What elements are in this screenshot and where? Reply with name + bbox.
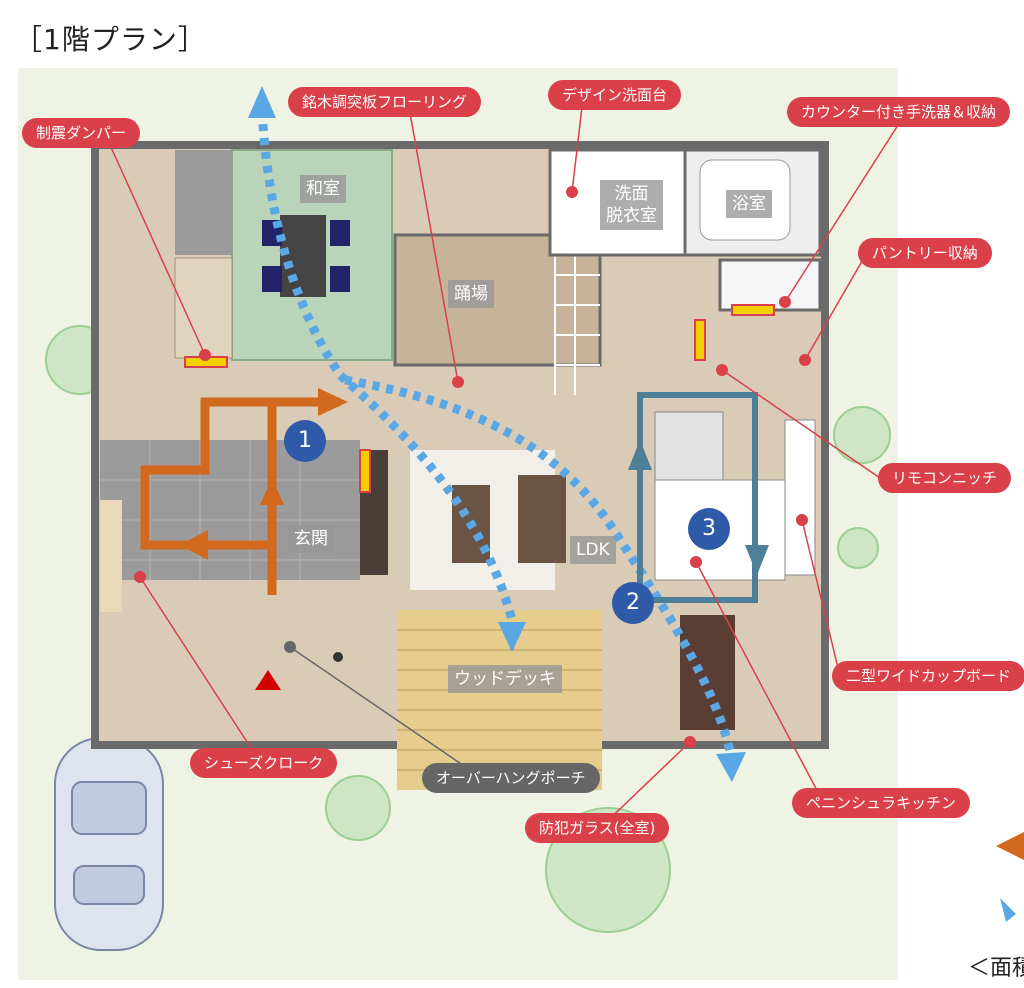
callout-cupboard: 二型ワイドカップボード bbox=[832, 661, 1024, 691]
callout-pantry: パントリー収納 bbox=[858, 238, 992, 268]
kitchen-counter bbox=[654, 411, 724, 481]
callout-bouhan-glass: 防犯ガラス(全室) bbox=[525, 813, 670, 843]
entrance-marker-icon bbox=[255, 670, 281, 690]
callout-overhang-porch: オーバーハングポーチ bbox=[422, 763, 600, 793]
dining-table bbox=[680, 615, 735, 730]
callout-peninsula-kitchen: ペニンシュラキッチン bbox=[792, 788, 971, 818]
stairs bbox=[393, 233, 602, 367]
damper-icon bbox=[184, 304, 775, 493]
page-title: ［1階プラン］ bbox=[14, 23, 207, 56]
room-label-senmen: 洗面 脱衣室 bbox=[600, 180, 663, 230]
area-label-partial: ＜面積 bbox=[968, 956, 1024, 981]
room-label-ldk: LDK bbox=[570, 536, 616, 564]
arrow-right bbox=[318, 388, 348, 416]
callout-seishin-damper: 制震ダンパー bbox=[22, 118, 141, 148]
callout-remocon: リモコンニッチ bbox=[878, 463, 1012, 493]
wood-deck bbox=[397, 610, 602, 790]
legend-blue-mark bbox=[1000, 898, 1016, 922]
badge-2: 2 bbox=[612, 582, 654, 624]
callout-design-senmendai: デザイン洗面台 bbox=[548, 80, 682, 110]
badge-1: 1 bbox=[284, 420, 326, 462]
legend-orange-mark bbox=[996, 832, 1024, 860]
room-label-wood-deck: ウッドデッキ bbox=[448, 665, 562, 693]
callout-counter-tearai: カウンター付き手洗器＆収納 bbox=[787, 97, 1011, 127]
arrow-up bbox=[260, 478, 284, 505]
callout-flooring: 銘木調突板フローリング bbox=[288, 87, 482, 117]
route-blue bbox=[257, 109, 737, 761]
genkan-floor bbox=[100, 440, 360, 580]
room-label-genkan: 玄関 bbox=[288, 525, 334, 553]
room-label-washitsu: 和室 bbox=[300, 175, 346, 203]
callout-shoes-cloak: シューズクローク bbox=[190, 748, 338, 778]
car-icon bbox=[54, 737, 164, 951]
arrow-left bbox=[180, 530, 208, 560]
room-label-odoriba: 踊場 bbox=[448, 280, 494, 308]
badge-3: 3 bbox=[688, 508, 730, 550]
route-teal bbox=[637, 392, 758, 603]
room-label-yokushitsu: 浴室 bbox=[726, 190, 772, 218]
